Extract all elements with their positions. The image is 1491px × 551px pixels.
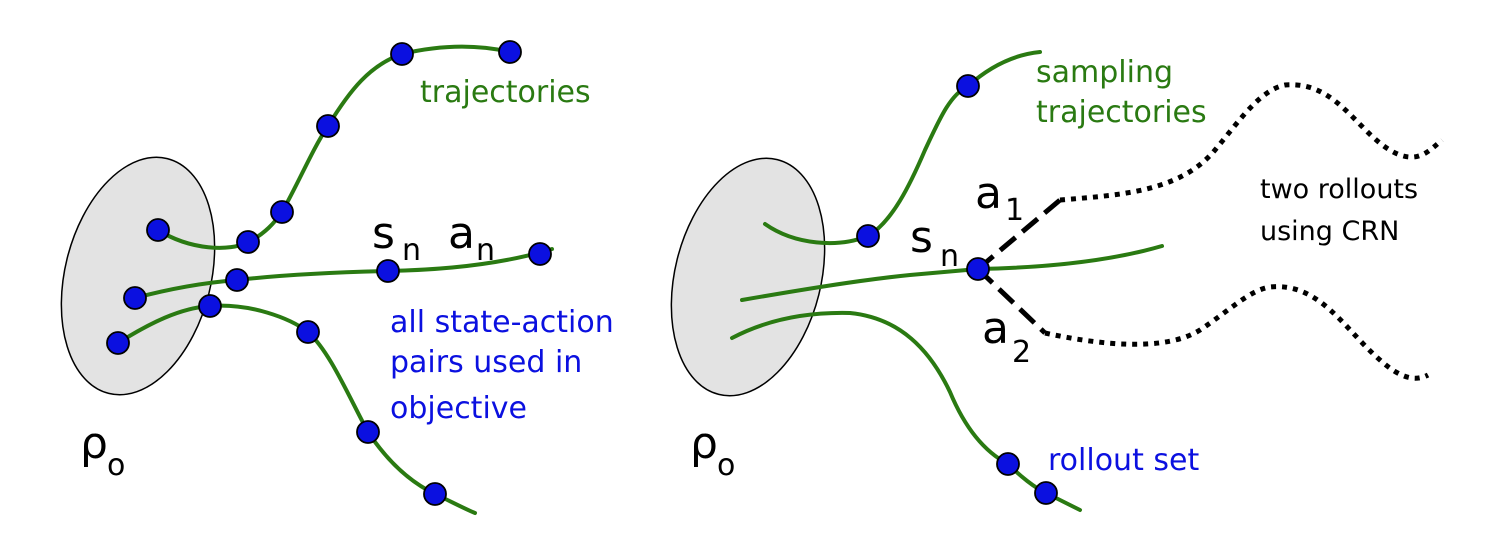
right-symbol-a1: a [975,168,1002,219]
left-state-dot [106,331,130,355]
right-symbol-a1-sub: 1 [1005,193,1024,228]
right-symbol-rho-sub: o [717,448,735,483]
left-state-dot [528,242,552,266]
right-symbol-s: s [910,212,933,263]
right-symbol-rho: ρ [690,418,718,469]
left-trajectory-middle [133,247,554,300]
left-state-dot [376,259,400,283]
left-state-dot [390,42,414,66]
left-label-trajectories: trajectories [420,75,591,110]
right-state-dot [1034,481,1058,505]
left-state-dot [498,40,522,64]
right-label-sampling-line1: sampling [1036,55,1173,90]
left-symbol-a: a [448,208,475,259]
right-state-dot [996,452,1020,476]
right-trajectory-middle [740,244,1164,302]
left-label-pairs-line3: objective [390,391,527,426]
left-label-pairs-line1: all state-action [390,305,614,340]
left-state-dot [270,200,294,224]
left-state-dot [236,230,260,254]
left-state-dot [423,482,447,506]
right-action-a2-segment [976,267,1047,335]
right-label-sampling-line2: trajectories [1036,95,1207,130]
right-label-crn-line1: two rollouts [1260,174,1418,205]
right-crn-rollout-top [1059,82,1444,203]
right-crn-rollout-bottom [1044,284,1430,381]
left-state-dot [296,320,320,344]
right-state-dot [956,74,980,98]
left-symbol-s-sub: n [402,233,421,268]
left-symbol-a-sub: n [476,233,495,268]
right-label-crn-line2: using CRN [1260,216,1399,247]
right-action-a1-segment [976,198,1062,271]
left-state-dot [316,114,340,138]
left-state-dot [123,286,147,310]
left-panel: trajectories all state-action pairs used… [60,40,614,515]
right-trajectory-top [763,50,1042,245]
right-label-rollout-set: rollout set [1048,443,1199,478]
left-start-state-region [60,156,216,396]
right-state-dot [856,224,880,248]
right-start-state-region [670,157,826,397]
left-symbol-s: s [372,208,395,259]
right-symbol-s-sub: n [940,239,959,274]
right-panel: sampling trajectories two rollouts using… [670,50,1444,512]
left-symbol-rho-sub: o [107,448,125,483]
left-label-pairs-line2: pairs used in [390,345,582,380]
left-symbol-rho: ρ [80,418,108,469]
left-state-dot [146,218,170,242]
right-symbol-a2: a [982,303,1009,354]
right-symbol-a2-sub: 2 [1012,335,1031,370]
left-state-dot [225,268,249,292]
left-state-dot [356,420,380,444]
left-state-dot [198,294,222,318]
right-state-dot-sn [966,257,990,281]
